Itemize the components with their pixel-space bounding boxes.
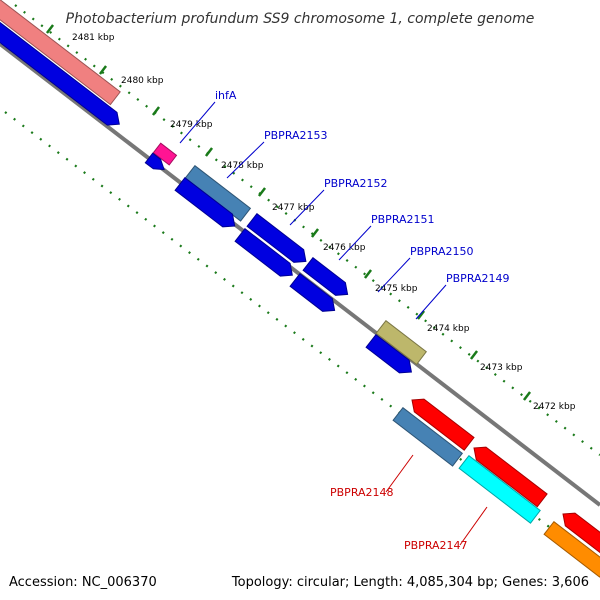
feature-f10-forward[interactable] bbox=[289, 273, 336, 312]
tick-mark bbox=[204, 147, 214, 157]
tick-track-upper bbox=[14, 4, 600, 456]
tick-mark bbox=[45, 24, 55, 34]
feature-PBPRA2147-reverse[interactable] bbox=[458, 455, 541, 524]
tick-label: 2472 kbp bbox=[533, 402, 576, 412]
tick-track-lower bbox=[4, 111, 591, 559]
leader-line bbox=[377, 257, 411, 293]
leader-line bbox=[385, 454, 414, 493]
feature-labels: ihfA PBPRA2153PBPRA2152PBPRA2151PBPRA2149… bbox=[215, 89, 510, 552]
tick-label: 2478 kbp bbox=[221, 161, 264, 171]
gene-label-pbpra2149[interactable]: PBPRA2149 bbox=[446, 272, 510, 285]
feature-f17-reverse[interactable] bbox=[562, 512, 600, 557]
tick-mark bbox=[469, 350, 479, 360]
feature-f2-forward[interactable] bbox=[0, 21, 120, 126]
tick-mark bbox=[416, 310, 426, 320]
feature-f9-forward[interactable] bbox=[302, 257, 349, 296]
gene-label-ihfa[interactable]: ihfA bbox=[215, 89, 237, 102]
feature-f6-forward[interactable] bbox=[174, 177, 236, 228]
tick-label: 2477 kbp bbox=[272, 203, 315, 213]
feature-f13-reverse[interactable] bbox=[411, 398, 475, 451]
feature-PBPRA2151-forward[interactable] bbox=[234, 228, 293, 277]
tick-mark bbox=[98, 65, 108, 75]
feature-PBPRA2153-forward[interactable] bbox=[184, 165, 252, 222]
leader-line bbox=[338, 225, 372, 261]
tick-mark bbox=[363, 269, 373, 279]
label-leaders bbox=[179, 101, 488, 546]
tick-marks: 2481 kbp 2480 kbp 2479 kbp 2478 kbp 2477 kbp… bbox=[45, 24, 576, 412]
tick-track bbox=[4, 4, 600, 559]
feature-track bbox=[0, 0, 600, 578]
leader-line bbox=[459, 506, 488, 546]
leader-line bbox=[226, 141, 265, 179]
feature-f1-forward[interactable] bbox=[0, 0, 121, 106]
leader-line bbox=[179, 101, 216, 144]
tick-mark bbox=[257, 187, 267, 197]
leader-line bbox=[289, 189, 325, 226]
tick-label: 2479 kbp bbox=[170, 120, 213, 130]
feature-PBPRA2152-forward[interactable] bbox=[246, 213, 307, 263]
feature-f15-reverse[interactable] bbox=[473, 446, 548, 508]
page-title: Photobacterium profundum SS9 chromosome … bbox=[66, 11, 535, 27]
tick-label: 2480 kbp bbox=[121, 76, 164, 86]
gene-label-pbpra2152[interactable]: PBPRA2152 bbox=[324, 177, 388, 190]
tick-label: 2473 kbp bbox=[480, 363, 523, 373]
genome-summary-text: Topology: circular; Length: 4,085,304 bp… bbox=[231, 575, 589, 590]
tick-label: 2474 kbp bbox=[427, 324, 470, 334]
feature-ihfA-forward[interactable] bbox=[152, 142, 178, 166]
leader-line bbox=[415, 284, 447, 320]
gene-label-pbpra2147[interactable]: PBPRA2147 bbox=[404, 539, 468, 552]
tick-mark bbox=[151, 106, 161, 116]
tick-mark bbox=[310, 228, 320, 238]
tick-label: 2476 kbp bbox=[323, 243, 366, 253]
feature-PBPRA2150-forward[interactable] bbox=[365, 334, 412, 374]
gene-label-pbpra2148[interactable]: PBPRA2148 bbox=[330, 486, 394, 499]
gene-label-pbpra2150[interactable]: PBPRA2150 bbox=[410, 245, 474, 258]
tick-label: 2481 kbp bbox=[72, 33, 115, 43]
gene-label-pbpra2153[interactable]: PBPRA2153 bbox=[264, 129, 328, 142]
feature-PBPRA2148-reverse[interactable] bbox=[392, 407, 464, 467]
gene-label-pbpra2151[interactable]: PBPRA2151 bbox=[371, 213, 435, 226]
tick-label: 2475 kbp bbox=[375, 284, 418, 294]
tick-mark bbox=[522, 391, 532, 401]
feature-PBPRA2149-forward[interactable] bbox=[375, 320, 428, 366]
accession-text: Accession: NC_006370 bbox=[9, 575, 157, 590]
feature-f4-forward[interactable] bbox=[144, 152, 165, 171]
